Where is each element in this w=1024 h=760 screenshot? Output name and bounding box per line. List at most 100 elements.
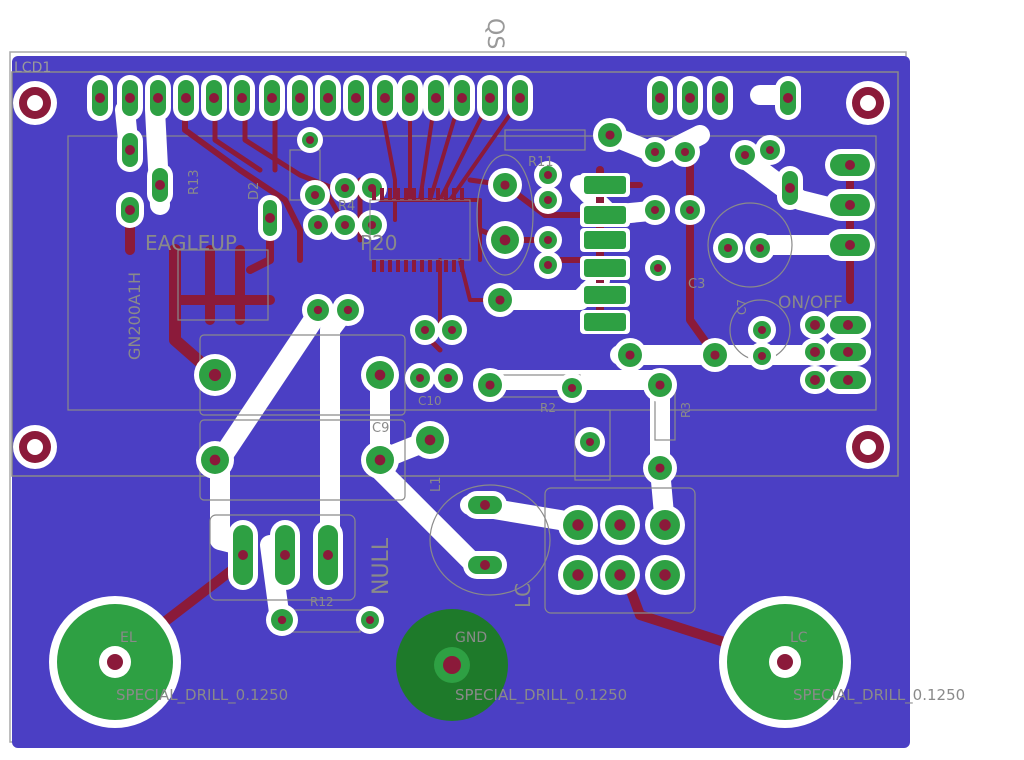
switch-pad xyxy=(825,189,875,221)
label-r12: R12 xyxy=(310,595,334,609)
lcd-header-pin xyxy=(372,75,398,121)
pad xyxy=(258,195,282,241)
lcd-header-pin xyxy=(229,75,255,121)
pad xyxy=(266,604,298,636)
mounting-holes xyxy=(13,81,890,469)
lcd-header-pin xyxy=(145,75,171,121)
large-pads xyxy=(49,596,851,728)
header-pin xyxy=(147,163,173,207)
pad xyxy=(405,363,435,393)
pad xyxy=(613,338,647,372)
label-qs: QS xyxy=(482,18,507,49)
pad xyxy=(558,505,598,545)
pad xyxy=(332,294,364,326)
label-gn200a1h: GN200A1H xyxy=(125,272,144,360)
pad xyxy=(677,76,703,120)
smd-pad xyxy=(580,310,630,334)
pad xyxy=(755,135,785,165)
label-r13: R13 xyxy=(187,169,202,195)
pad xyxy=(575,427,605,457)
pad xyxy=(303,210,333,240)
pad xyxy=(600,555,640,595)
gnd-pad xyxy=(396,609,508,721)
label-eagleup: EAGLEUP xyxy=(145,231,237,255)
label-r4: R4 xyxy=(338,199,355,214)
lcd-header-pin xyxy=(117,75,143,121)
lcd-outline xyxy=(11,71,899,477)
pad xyxy=(748,316,776,344)
lc-pad xyxy=(719,596,851,728)
smd-pad xyxy=(580,203,630,227)
label-eagleup-part: P20 xyxy=(360,231,398,255)
label-c9: C9 xyxy=(372,421,389,436)
pin xyxy=(313,520,343,590)
label-on-off: ON/OFF xyxy=(778,293,843,313)
pad xyxy=(707,76,733,120)
lcd-header-pin xyxy=(173,75,199,121)
label-drill-right: SPECIAL_DRILL_0.1250 xyxy=(793,686,965,705)
lcd-header-pin xyxy=(397,75,423,121)
label-drill-left: SPECIAL_DRILL_0.1250 xyxy=(116,686,288,705)
pad xyxy=(463,551,507,579)
switch-pad xyxy=(825,338,871,366)
pad xyxy=(730,140,760,170)
switch-pad xyxy=(825,149,875,181)
pin xyxy=(270,520,300,590)
mount-hole-bottom-left xyxy=(13,425,57,469)
mount-hole-bottom-right xyxy=(846,425,890,469)
pad xyxy=(643,451,677,485)
pad xyxy=(748,342,776,370)
lcd-header-pin xyxy=(287,75,313,121)
pad xyxy=(645,255,671,281)
pad xyxy=(800,338,830,366)
lcd-header-pin xyxy=(259,75,285,121)
label-null: NULL xyxy=(369,537,394,595)
label-l1: L1 xyxy=(429,476,444,492)
pad xyxy=(486,221,524,259)
pad xyxy=(483,283,517,317)
pad xyxy=(698,338,732,372)
pad xyxy=(745,233,775,263)
label-lc-short: LC xyxy=(511,583,535,608)
pad xyxy=(300,180,330,210)
lcd-header-pin xyxy=(423,75,449,121)
pad xyxy=(194,354,236,396)
pad xyxy=(411,421,449,459)
switch-pad xyxy=(825,229,875,261)
pad xyxy=(600,505,640,545)
smd-pad xyxy=(580,283,630,307)
lcd-header-pin xyxy=(201,75,227,121)
through-hole-pads xyxy=(87,75,875,636)
header-pin xyxy=(116,192,144,228)
pad xyxy=(775,76,801,120)
label-c3: C3 xyxy=(688,277,705,292)
ic-footprint xyxy=(369,173,630,334)
smd-pad xyxy=(580,228,630,252)
smd-pad xyxy=(580,173,630,197)
lcd-header-pin xyxy=(315,75,341,121)
pad xyxy=(800,311,830,339)
pad xyxy=(645,505,685,545)
lcd-header-pin xyxy=(343,75,369,121)
lcd-header-pin xyxy=(449,75,475,121)
header-pin xyxy=(117,128,143,172)
pad xyxy=(463,491,507,519)
mount-hole-top-left xyxy=(13,81,57,125)
pad xyxy=(647,76,673,120)
pad xyxy=(558,555,598,595)
lcd-header-pin xyxy=(477,75,503,121)
pad xyxy=(330,210,360,240)
pad xyxy=(670,137,700,167)
pad xyxy=(593,118,627,152)
smd-pad xyxy=(580,256,630,280)
lcd-header-pin xyxy=(87,75,113,121)
pad xyxy=(800,366,830,394)
pad xyxy=(643,368,677,402)
pad xyxy=(488,168,522,202)
pad xyxy=(473,368,507,402)
pad xyxy=(534,251,562,279)
pad xyxy=(534,226,562,254)
pad xyxy=(361,441,399,479)
pad xyxy=(297,127,323,153)
